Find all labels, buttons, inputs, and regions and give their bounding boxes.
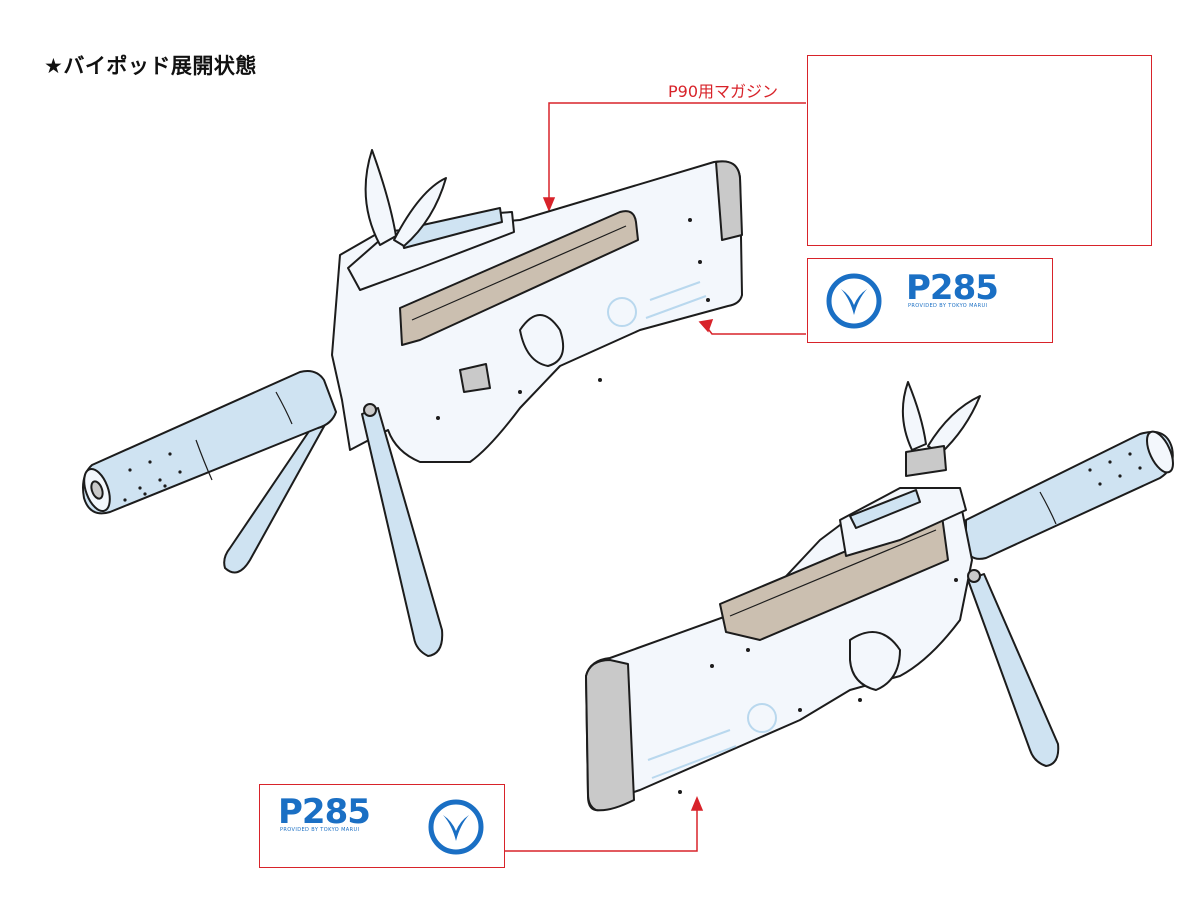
magazine-callout-label: P90用マガジン — [668, 82, 779, 101]
upper-bipod-leg-right — [361, 407, 444, 657]
logo-callout-box-upper: P285 PROVIDED BY TOKYO MARUI — [807, 258, 1053, 343]
upper-suppressor — [82, 370, 337, 515]
lower-bipod-leg — [967, 573, 1060, 767]
v-emblem-icon — [428, 799, 484, 855]
brand-logo-subtext: PROVIDED BY TOKYO MARUI — [280, 827, 360, 833]
magazine-callout-box — [807, 55, 1152, 246]
callout-lines — [505, 102, 806, 852]
brand-logo-text: P285 — [278, 792, 371, 832]
p90-upper-illustration — [82, 149, 743, 657]
brand-logo-text: P285 — [906, 268, 999, 308]
lower-bipod-blade-1 — [901, 381, 927, 451]
v-emblem-icon — [826, 273, 882, 329]
upper-body — [331, 160, 743, 463]
page-title: ★バイポッド展開状態 — [44, 54, 257, 78]
lower-bipod-blade-2 — [927, 395, 981, 455]
p90-lower-illustration — [585, 381, 1174, 812]
lower-suppressor — [965, 430, 1174, 560]
logo-callout-box-lower: P285 PROVIDED BY TOKYO MARUI — [259, 784, 505, 868]
brand-logo-subtext: PROVIDED BY TOKYO MARUI — [908, 303, 988, 309]
upper-bipod-leg-left — [223, 411, 333, 574]
upper-bipod-blade-2 — [393, 177, 447, 247]
upper-magazine — [399, 210, 639, 346]
upper-bipod-blade-1 — [364, 149, 397, 246]
